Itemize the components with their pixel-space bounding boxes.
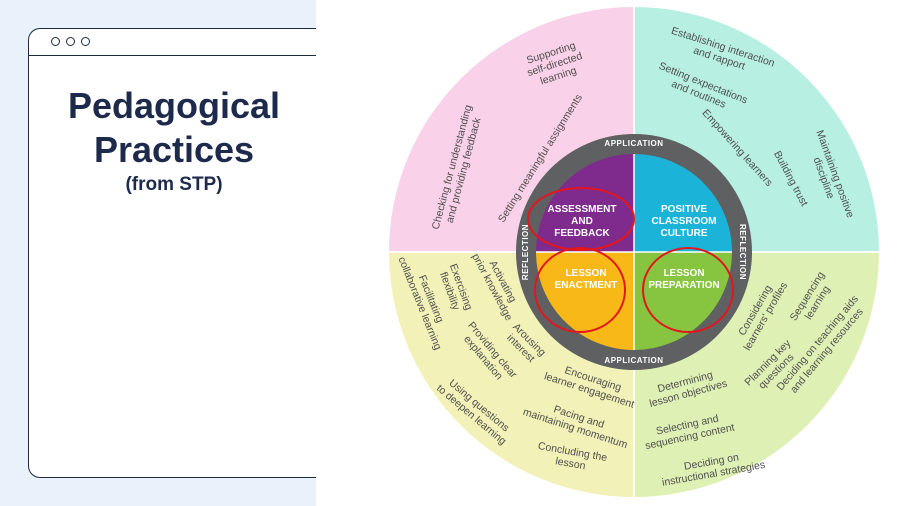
window-dot-icon (66, 37, 75, 46)
core-quadrant-culture (634, 154, 732, 252)
slide-title: Pedagogical Practices (29, 84, 319, 172)
core-quadrant-assessment (536, 154, 634, 252)
window-dot-icon (81, 37, 90, 46)
highlight-preparation (642, 247, 734, 333)
highlight-enactment (534, 247, 626, 333)
window-dot-icon (51, 37, 60, 46)
slide-window-card: Pedagogical Practices (from STP) (28, 28, 328, 478)
slide-subtitle: (from STP) (125, 174, 223, 195)
window-title-bar (29, 29, 328, 56)
slide-title-line1: Pedagogical (67, 85, 281, 126)
core-quadrant-preparation (634, 252, 732, 350)
slide-title-line2: Practices (93, 129, 255, 170)
core-quadrant-enactment (536, 252, 634, 350)
ring-label-right: REFLECTION (738, 224, 747, 280)
highlight-assessment (527, 187, 635, 251)
ring-label-left: REFLECTION (521, 224, 530, 280)
ring-label-bottom: APPLICATION (604, 356, 663, 365)
ring-label-top: APPLICATION (604, 139, 663, 148)
